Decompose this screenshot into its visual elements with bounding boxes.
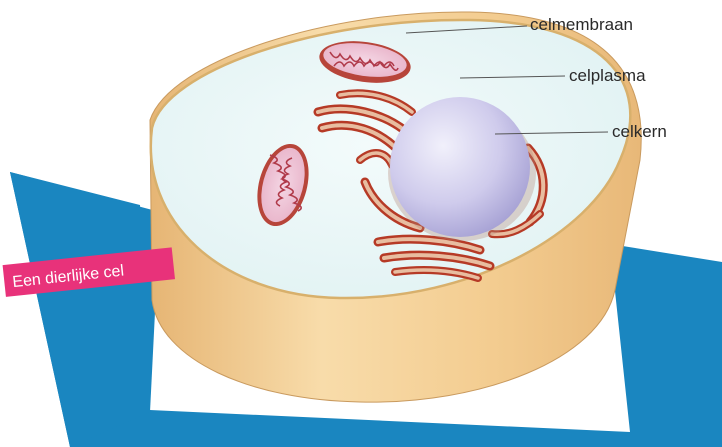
label-celmembraan: celmembraan [530, 15, 633, 34]
label-celkern: celkern [612, 122, 667, 141]
label-celplasma: celplasma [569, 66, 646, 85]
background-plane-left [10, 172, 160, 447]
